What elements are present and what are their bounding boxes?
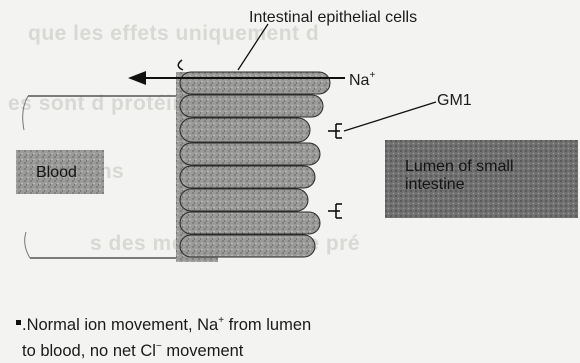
gm1-leader-line bbox=[344, 102, 436, 131]
na-arrow-head bbox=[128, 71, 146, 85]
cells-leader-line bbox=[238, 24, 268, 70]
caption-bullet bbox=[16, 320, 21, 325]
cells-label: Intestinal epithelial cells bbox=[249, 9, 417, 27]
gm1-receptor bbox=[328, 124, 342, 138]
epithelial-cells bbox=[180, 72, 330, 257]
blood-label: Blood bbox=[36, 164, 77, 182]
gm1-receptor bbox=[328, 204, 342, 218]
gm1-label: GM1 bbox=[437, 92, 472, 110]
figure-caption: .Normal ion movement, Na+ from lumen to … bbox=[22, 310, 311, 362]
lumen-label: Lumen of small intestine bbox=[405, 158, 514, 194]
na-label: Na+ bbox=[349, 70, 375, 90]
